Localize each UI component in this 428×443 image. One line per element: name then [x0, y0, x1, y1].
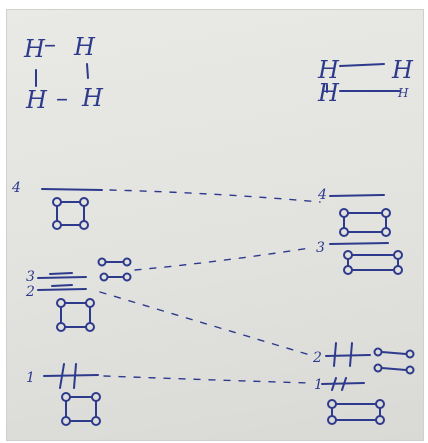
orbital-lobe — [85, 322, 95, 332]
orbital-lobe — [375, 399, 385, 409]
bond-right-vertical — [86, 63, 89, 79]
right-level-1 — [321, 377, 385, 425]
electron-mark — [51, 284, 73, 287]
atom-r-top-left: H — [317, 56, 340, 84]
orbital-lobe — [375, 415, 385, 425]
atom-top-left: H — [23, 35, 46, 63]
orbital-lobe — [381, 227, 391, 237]
electron-mark — [49, 272, 73, 275]
square-h4-structure: H – H H – H — [23, 30, 104, 114]
orbital-bond — [381, 351, 407, 355]
orbital-lobe — [381, 208, 391, 218]
atom-bottom-right: H — [81, 84, 104, 112]
orbital-outline — [60, 306, 91, 328]
correlation-line-4 — [109, 189, 321, 203]
orbital-lobe — [91, 416, 101, 426]
level-line — [329, 242, 389, 245]
orbital-lobe — [393, 250, 403, 260]
left-level-4-label: 4 — [11, 180, 21, 196]
orbital-lobe — [85, 298, 95, 308]
orbital-lobe — [327, 415, 337, 425]
orbital-lobe — [52, 197, 62, 207]
right-level-2 — [325, 342, 415, 375]
orbital-lobe — [339, 208, 349, 218]
electron-pair — [331, 377, 347, 391]
right-level-3-label: 3 — [316, 240, 325, 256]
orbital-outline — [65, 396, 97, 418]
bond-bottom: – — [56, 84, 68, 112]
atom-bottom-left: H — [25, 86, 48, 114]
orbital-lobe — [393, 265, 403, 275]
orbital-outline — [331, 407, 381, 421]
left-level-4 — [41, 188, 103, 230]
level-line-3 — [37, 276, 87, 279]
orbital-lobe — [79, 197, 89, 207]
left-level-2-label: 2 — [25, 284, 35, 300]
level-line — [321, 382, 365, 385]
orbital-lobe — [405, 365, 415, 375]
level-line-2 — [37, 288, 87, 291]
orbital-lobe — [79, 220, 89, 230]
orbital-lobe — [373, 363, 383, 373]
right-level-4-label: 4 — [317, 187, 327, 203]
left-level-1 — [43, 363, 101, 426]
two-h2-structure: H H H H — [317, 56, 414, 107]
atom-r-bottom-right: H — [397, 86, 409, 100]
bond-r-top — [339, 63, 385, 67]
orbital-lobe — [373, 347, 383, 357]
right-level-1-label: 1 — [314, 377, 323, 393]
orbital-lobe — [405, 349, 415, 359]
correlation-line-3 — [134, 247, 311, 271]
level-line — [41, 188, 103, 191]
atom-r-top-right: H — [391, 56, 414, 84]
level-line — [325, 354, 371, 357]
left-level-3-label: 3 — [26, 269, 35, 285]
orbital-lobe — [122, 272, 132, 282]
level-line — [43, 374, 99, 377]
correlation-line-2 — [99, 291, 311, 356]
orbital-outline — [347, 258, 399, 271]
level-line — [329, 194, 385, 197]
orbital-bond — [381, 367, 407, 371]
orbital-lobe — [99, 272, 109, 282]
right-level-2-label: 2 — [312, 350, 322, 366]
orbital-lobe — [52, 220, 62, 230]
orbital-lobe — [97, 257, 107, 267]
atom-top-right: H — [73, 33, 96, 61]
orbital-lobe — [61, 416, 71, 426]
orbital-lobe — [56, 298, 66, 308]
orbital-lobe — [61, 392, 71, 402]
right-level-4 — [329, 194, 391, 237]
left-level-3-2 — [37, 257, 132, 332]
electron-pair — [59, 363, 77, 389]
orbital-lobe — [343, 250, 353, 260]
orbital-lobe — [339, 227, 349, 237]
orbital-lobe — [122, 257, 132, 267]
right-level-3 — [329, 242, 403, 275]
orbital-lobe — [56, 322, 66, 332]
orbital-outline — [343, 216, 387, 233]
electron-pair — [333, 342, 353, 367]
orbital-lobe — [343, 265, 353, 275]
orbital-lobe — [327, 399, 337, 409]
bond-top: – — [44, 30, 56, 58]
atom-r-bottom-left: H — [317, 79, 340, 107]
correlation-line-1 — [103, 375, 311, 384]
left-level-1-label: 1 — [26, 370, 35, 386]
orbital-sides — [56, 205, 85, 222]
orbital-lobe — [91, 392, 101, 402]
